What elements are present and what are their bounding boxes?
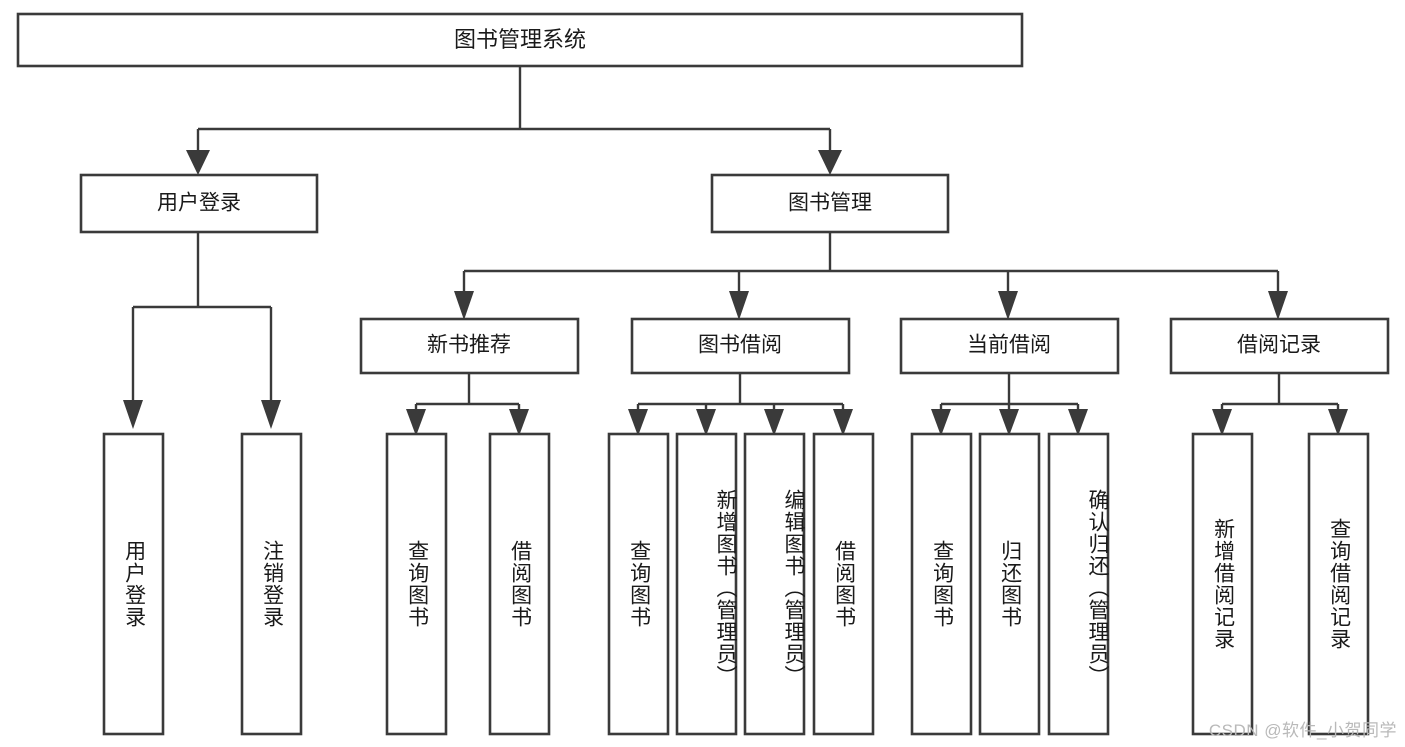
arrow-icon-leaf-currentborrow-2 xyxy=(999,409,1019,436)
arrowheads-level2 xyxy=(186,150,842,175)
node-user-login-label: 用户登录 xyxy=(157,192,241,215)
node-root-label: 图书管理系统 xyxy=(454,27,586,52)
node-leaf-bookborrow-2-box[interactable] xyxy=(675,432,738,736)
node-leaf-user-login-2-box[interactable] xyxy=(240,432,303,736)
node-leaf-bookborrow-1-box[interactable] xyxy=(607,432,670,736)
arrow-icon-current-borrow xyxy=(998,291,1018,320)
connector-group-borrow-record xyxy=(1212,373,1348,436)
arrow-icon-leaf-user-login-1 xyxy=(123,400,143,429)
node-book-mgmt-label: 图书管理 xyxy=(788,192,872,215)
connector-group-current-borrow xyxy=(931,373,1088,436)
arrow-icon-book-borrow xyxy=(729,291,749,320)
arrow-icon-new-book xyxy=(454,291,474,320)
node-leaf-currentborrow-3-box[interactable] xyxy=(1047,432,1110,736)
connector-group-book-borrow xyxy=(628,373,853,436)
node-leaf-bookborrow-4-box[interactable] xyxy=(812,432,875,736)
node-leaf-newbook-2-box[interactable] xyxy=(488,432,551,736)
node-root-box[interactable] xyxy=(16,12,1024,68)
node-borrow-record-box[interactable] xyxy=(1169,317,1390,375)
watermark-text: CSDN @软件_小贺同学 xyxy=(1208,721,1397,740)
connector-group-book-mgmt xyxy=(454,232,1288,320)
node-book-borrow-label: 图书借阅 xyxy=(698,334,782,357)
arrow-icon-leaf-bookborrow-3 xyxy=(764,409,784,436)
arrow-icon-leaf-borrowrecord-1 xyxy=(1212,409,1232,436)
node-leaf-bookborrow-3-box[interactable] xyxy=(743,432,806,736)
node-leaf-user-login-1-box[interactable] xyxy=(102,432,165,736)
node-leaf-newbook-1-box[interactable] xyxy=(385,432,448,736)
node-leaf-borrowrecord-1-box[interactable] xyxy=(1191,432,1254,736)
arrow-icon-leaf-borrowrecord-2 xyxy=(1328,409,1348,436)
node-current-borrow-label: 当前借阅 xyxy=(967,334,1051,357)
arrow-icon-leaf-bookborrow-1 xyxy=(628,409,648,436)
node-new-book-box[interactable] xyxy=(359,317,580,375)
arrow-icon-leaf-newbook-1 xyxy=(406,409,426,436)
node-leaf-currentborrow-2-box[interactable] xyxy=(978,432,1041,736)
arrow-icon-book-mgmt xyxy=(818,150,842,175)
arrow-icon-leaf-user-login-2 xyxy=(261,400,281,429)
connector-group-new-book xyxy=(406,373,529,436)
node-user-login-box[interactable] xyxy=(79,173,319,234)
node-book-borrow-box[interactable] xyxy=(630,317,851,375)
node-book-mgmt-box[interactable] xyxy=(710,173,950,234)
arrow-icon-leaf-bookborrow-2 xyxy=(696,409,716,436)
connector-group-root xyxy=(196,66,832,154)
node-new-book-label: 新书推荐 xyxy=(427,334,511,357)
arrow-icon-leaf-bookborrow-4 xyxy=(833,409,853,436)
node-leaf-borrowrecord-2-box[interactable] xyxy=(1307,432,1370,736)
connector-group-user-login xyxy=(123,232,281,429)
arrow-icon-borrow-record xyxy=(1268,291,1288,320)
arrow-icon-leaf-currentborrow-1 xyxy=(931,409,951,436)
node-borrow-record-label: 借阅记录 xyxy=(1237,334,1321,357)
node-leaf-currentborrow-1-box[interactable] xyxy=(910,432,973,736)
arrow-icon-leaf-newbook-2 xyxy=(509,409,529,436)
node-current-borrow-box[interactable] xyxy=(899,317,1120,375)
arrow-icon-user-login xyxy=(186,150,210,175)
arrow-icon-leaf-currentborrow-3 xyxy=(1068,409,1088,436)
